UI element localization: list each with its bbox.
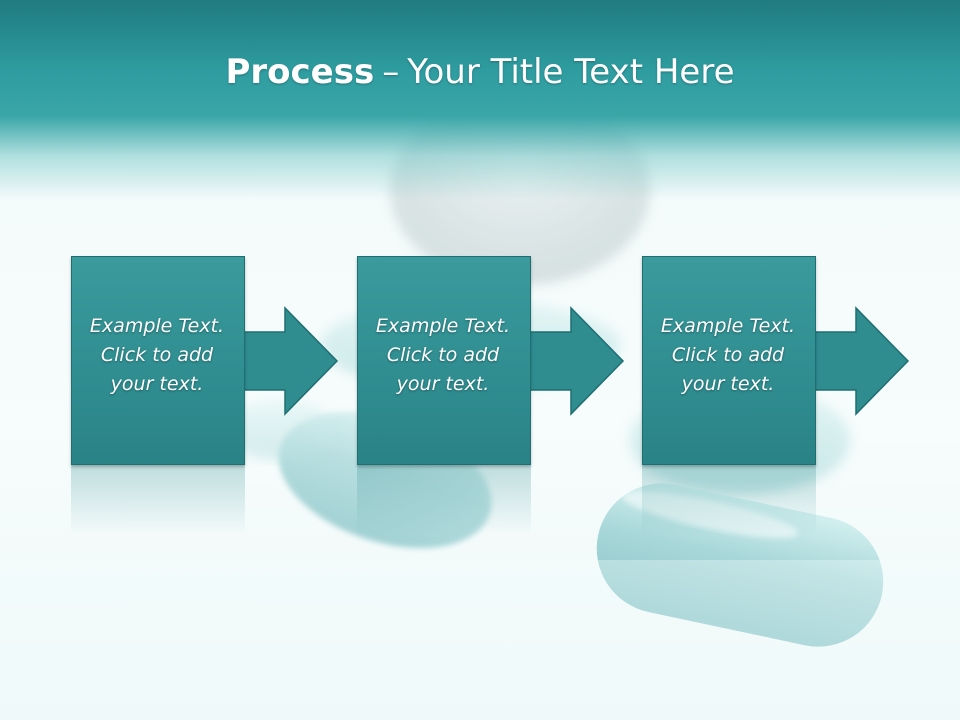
step-box	[357, 256, 531, 465]
step-text-line: your text.	[110, 373, 204, 395]
front-pill	[596, 483, 884, 647]
title-separator: –	[382, 52, 400, 92]
step-box	[642, 256, 816, 465]
step-reflection	[642, 465, 816, 535]
step-text-line: Example Text.	[660, 315, 796, 337]
step-text-line: your text.	[396, 373, 490, 395]
step-text[interactable]: Example Text. Click to add your text.	[71, 312, 243, 399]
step-box	[71, 256, 245, 465]
process-step-2[interactable]: Example Text. Click to add your text.	[357, 256, 627, 535]
arrow-right-icon	[529, 306, 625, 416]
arrow-right-icon	[814, 306, 910, 416]
step-text-line: your text.	[681, 373, 775, 395]
step-reflection	[71, 465, 245, 535]
arrow-right-icon	[243, 306, 339, 416]
step-reflection	[357, 465, 531, 535]
step-text-line: Click to add	[386, 344, 500, 366]
title-band	[0, 0, 960, 200]
title-bold-text: Process	[225, 52, 375, 92]
process-step-3[interactable]: Example Text. Click to add your text.	[642, 256, 912, 535]
step-text-line: Click to add	[671, 344, 785, 366]
process-step-1[interactable]: Example Text. Click to add your text.	[71, 256, 341, 535]
step-text[interactable]: Example Text. Click to add your text.	[357, 312, 529, 399]
title-text: Your Title Text Here	[407, 52, 735, 92]
step-text-line: Example Text.	[375, 315, 511, 337]
step-text-line: Click to add	[100, 344, 214, 366]
slide-title[interactable]: Process–Your Title Text Here	[0, 52, 960, 92]
step-text-line: Example Text.	[89, 315, 225, 337]
step-text[interactable]: Example Text. Click to add your text.	[642, 312, 814, 399]
